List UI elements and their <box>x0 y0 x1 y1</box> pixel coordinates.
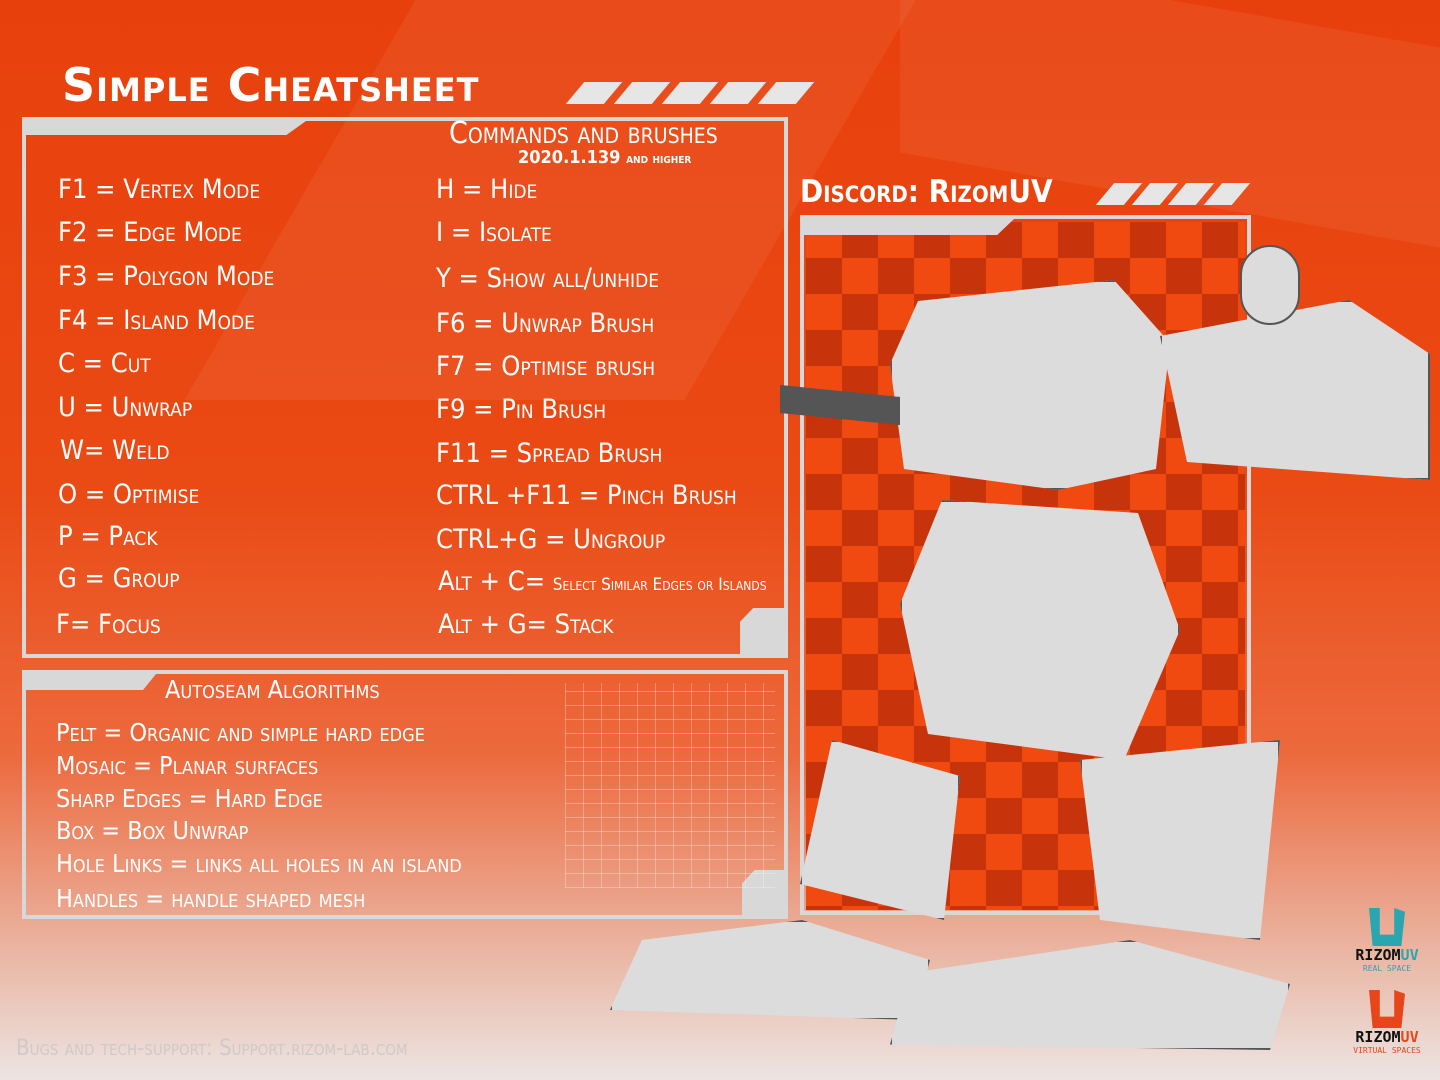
autoseam-panel <box>22 670 788 919</box>
logo-subtitle: VIRTUAL SPACES <box>1353 1046 1421 1055</box>
panel-corner <box>742 870 784 915</box>
shortcut-item: I = Isolate <box>436 217 552 248</box>
shortcut-item: Y = Show all/unhide <box>436 263 660 294</box>
logo-accent: UV <box>1400 1028 1419 1046</box>
discord-label: Discord: RizomUV <box>800 174 1053 210</box>
panel-tab <box>26 121 306 135</box>
autoseam-item: Hole Links = links all holes in an islan… <box>56 849 462 878</box>
shortcut-key: Alt + C= <box>438 566 546 597</box>
commands-header: Commands and brushes <box>449 116 718 151</box>
shortcut-item: P = Pack <box>58 521 158 552</box>
rizomuv-real-space-logo: RIZOMUV REAL SPACE <box>1352 908 1422 973</box>
autoseam-item: Handles = handle shaped mesh <box>56 884 366 913</box>
shortcut-item: G = Group <box>58 563 180 594</box>
checker-panel <box>800 215 1251 915</box>
logo-name: RIZOM <box>1355 1028 1401 1046</box>
shortcut-item: F4 = Island Mode <box>58 305 255 336</box>
background-facet <box>900 0 1440 248</box>
shortcut-item: O = Optimise <box>58 479 200 510</box>
logo-icon <box>1369 990 1405 1028</box>
shortcut-item: Alt + G= Stack <box>438 609 614 640</box>
shortcut-item: F9 = Pin Brush <box>436 394 607 425</box>
logo-subtitle: REAL SPACE <box>1362 964 1412 973</box>
shortcut-item: F7 = Optimise brush <box>436 351 656 382</box>
decorative-stripes <box>565 82 815 104</box>
version-number: 2020.1.139 <box>518 147 621 168</box>
shortcut-item: Alt + C= Select Similar Edges or Islands <box>438 566 767 597</box>
shortcut-item: CTRL +F11 = Pinch Brush <box>436 480 737 511</box>
version-label: 2020.1.139 and higher <box>518 147 691 168</box>
shortcut-item: F3 = Polygon Mode <box>58 261 275 292</box>
autoseam-item: Box = Box Unwrap <box>56 816 249 845</box>
uv-map-illustration <box>565 683 775 888</box>
shortcut-item: C = Cut <box>58 348 151 379</box>
support-footer: Bugs and tech-support: Support.rizom-lab… <box>16 1036 408 1061</box>
logo-name: RIZOM <box>1355 946 1401 964</box>
panel-tab <box>26 674 156 690</box>
shortcut-item: F= Focus <box>56 609 161 640</box>
panel-corner <box>740 608 784 654</box>
shortcut-item: F2 = Edge Mode <box>58 217 242 248</box>
shortcut-item: H = Hide <box>436 174 538 205</box>
panel-tab <box>804 219 1014 235</box>
shortcut-item: U = Unwrap <box>58 392 193 423</box>
rizomuv-virtual-spaces-logo: RIZOMUV VIRTUAL SPACES <box>1352 990 1422 1055</box>
logo-accent: UV <box>1400 946 1419 964</box>
version-suffix: and higher <box>626 151 692 167</box>
decorative-stripes <box>1095 183 1251 205</box>
logo-icon <box>1369 908 1405 946</box>
shortcut-item: CTRL+G = Ungroup <box>436 524 666 555</box>
autoseam-item: Mosaic = Planar surfaces <box>56 751 319 780</box>
shortcut-item: F1 = Vertex Mode <box>58 174 261 205</box>
page-title: Simple Cheatsheet <box>62 58 480 112</box>
shortcut-item: F11 = Spread Brush <box>436 438 663 469</box>
autoseam-item: Sharp Edges = Hard Edge <box>56 784 323 813</box>
shortcut-item: F6 = Unwrap Brush <box>436 308 655 339</box>
shortcut-item: W= Weld <box>60 435 170 466</box>
shortcut-description: Select Similar Edges or Islands <box>552 575 767 595</box>
autoseam-item: Pelt = Organic and simple hard edge <box>56 718 425 747</box>
autoseam-header: Autoseam Algorithms <box>165 675 380 704</box>
